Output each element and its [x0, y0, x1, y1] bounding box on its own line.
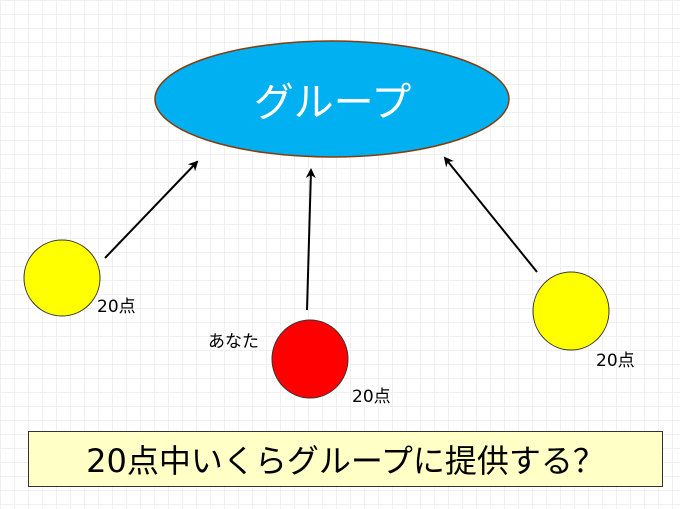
- member-left-circle: [23, 239, 101, 317]
- member-left-points: 20点: [97, 297, 136, 317]
- member-right-points: 20点: [596, 351, 635, 371]
- question-text: 20点中いくらグループに提供する？: [86, 442, 605, 480]
- arrow-left: [104, 160, 199, 259]
- member-you-circle: [271, 319, 349, 399]
- arrow-center: [305, 168, 316, 311]
- group-ellipse: [154, 40, 510, 158]
- arrow-right: [443, 156, 538, 273]
- group-label: グループ: [253, 80, 412, 126]
- question-box: 20点中いくらグループに提供する？: [28, 431, 663, 487]
- member-you-name: あなた: [208, 332, 259, 352]
- member-right-circle: [532, 271, 610, 351]
- member-you-points: 20点: [352, 387, 391, 407]
